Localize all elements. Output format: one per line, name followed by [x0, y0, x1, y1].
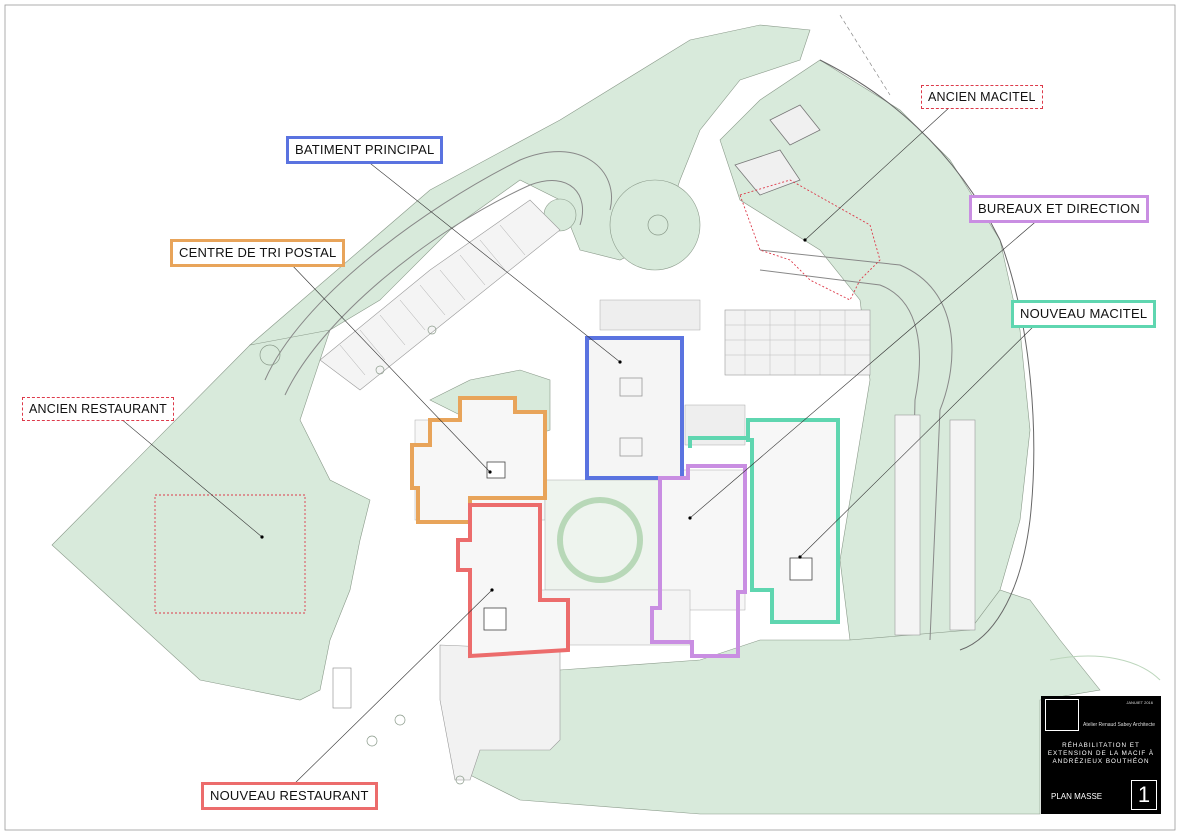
outer-perimeter [819, 59, 1035, 651]
project-line-1: RÉHABILITATION ET [1062, 742, 1140, 749]
leader-lines [119, 105, 1041, 787]
trees [259, 214, 669, 785]
project-title: RÉHABILITATION ET EXTENSION DE LA MACIF … [1041, 742, 1161, 766]
bureaux-et-direction-outline [650, 464, 747, 658]
nouveau-macitel-outline [746, 418, 840, 624]
terrain-south [459, 589, 1101, 815]
east-parking-2 [949, 419, 976, 631]
road-access [264, 151, 612, 396]
ancien-macitel-block [734, 104, 821, 196]
east-road [759, 249, 953, 641]
title-block-date: JANUIET 2016 [1126, 700, 1153, 705]
label-nouveau-restaurant: NOUVEAU RESTAURANT [201, 782, 378, 810]
project-line-2: EXTENSION DE LA MACIF À [1047, 750, 1155, 757]
parking-north [319, 199, 561, 391]
label-bureaux-et-direction: BUREAUX ET DIRECTION [969, 195, 1149, 223]
sheet-frame [4, 4, 1176, 831]
ancien-restaurant-outline [154, 494, 306, 614]
batiment-principal-outline [585, 336, 684, 480]
north-parking-grid [724, 309, 871, 376]
label-ancien-restaurant: ANCIEN RESTAURANT [22, 397, 174, 421]
east-parking-1 [894, 414, 921, 636]
roundabout-green [609, 179, 701, 271]
architect-name: Atelier Renaud Sabey Architecte [1083, 722, 1155, 728]
sheet-title: PLAN MASSE [1051, 792, 1103, 801]
parking-bays-north [339, 224, 526, 376]
title-block: JANUIET 2016 Atelier Renaud Sabey Archit… [1041, 696, 1161, 814]
sheet-number: 1 [1131, 780, 1157, 810]
south-entrance [439, 644, 561, 781]
label-ancien-macitel: ANCIEN MACITEL [921, 85, 1043, 109]
label-batiment-principal: BATIMENT PRINCIPAL [286, 136, 444, 164]
logo-box [1045, 699, 1079, 731]
label-centre-de-tri-postal: CENTRE DE TRI POSTAL [170, 239, 346, 267]
project-line-3: ANDRÉZIEUX BOUTHÉON [1052, 758, 1150, 765]
label-nouveau-macitel: NOUVEAU MACITEL [1011, 300, 1157, 328]
